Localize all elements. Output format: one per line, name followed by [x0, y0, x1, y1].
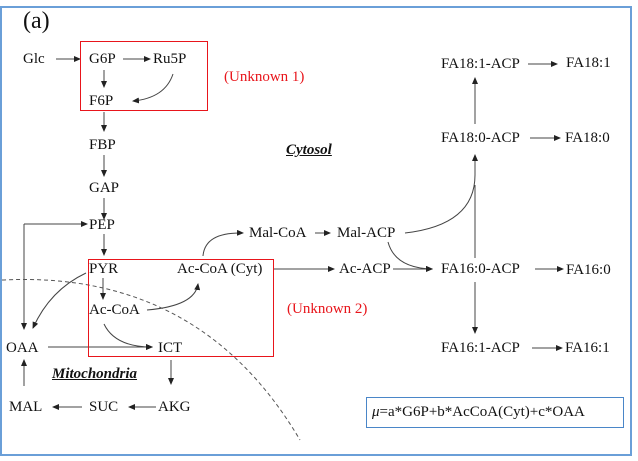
metabolite-fa180acp: FA18:0-ACP: [441, 130, 520, 146]
metabolite-fa161: FA16:1: [565, 340, 610, 356]
metabolite-fa161acp: FA16:1-ACP: [441, 340, 520, 356]
compartment-mitochondria: Mitochondria: [52, 366, 138, 382]
metabolite-pyr: PYR: [89, 261, 119, 277]
metabolite-suc: SUC: [89, 399, 119, 415]
arrow-pyr-oaa: [32, 272, 87, 329]
metabolite-gap: GAP: [89, 180, 120, 196]
arrow-accoacyt-malcoa: [202, 229, 244, 257]
arrow-malacp-fa180acp: [404, 154, 478, 234]
compartment-cytosol: Cytosol: [286, 142, 332, 158]
unknown1-label: (Unknown 1): [224, 69, 305, 85]
metabolite-f6p: F6P: [89, 93, 114, 109]
unknown1-box: [80, 41, 208, 111]
metabolite-mal: MAL: [9, 399, 43, 415]
metabolite-g6p: G6P: [89, 51, 116, 67]
growth-equation-box: μ=a*G6P+b*AcCoA(Cyt)+c*OAA: [366, 397, 624, 428]
metabolite-ict: ICT: [158, 340, 183, 356]
metabolite-akg: AKG: [158, 399, 191, 415]
unknown2-box: [88, 259, 274, 357]
mitochondria-boundary: [1, 278, 301, 441]
metabolite-fa181acp: FA18:1-ACP: [441, 56, 520, 72]
metabolite-ru5p: Ru5P: [153, 51, 187, 67]
metabolite-malacp: Mal-ACP: [337, 225, 396, 241]
metabolite-fa181: FA18:1: [566, 55, 611, 71]
metabolite-fa180: FA18:0: [565, 130, 610, 146]
metabolite-pep: PEP: [89, 217, 115, 233]
panel-label: (a): [23, 8, 50, 34]
metabolite-fa160: FA16:0: [566, 262, 611, 278]
metabolite-fa160acp: FA16:0-ACP: [441, 261, 520, 277]
arrow-accoa-accoacyt: [146, 283, 201, 311]
equation-rhs: =a*G6P+b*AcCoA(Cyt)+c*OAA: [379, 404, 585, 420]
figure-frame: [0, 6, 632, 456]
arrow-ru5p-f6p: [132, 73, 174, 104]
metabolite-acacp: Ac-ACP: [339, 261, 391, 277]
metabolite-oaa: OAA: [6, 340, 39, 356]
metabolite-malcoa: Mal-CoA: [249, 225, 307, 241]
unknown2-label: (Unknown 2): [287, 301, 368, 317]
metabolite-accoa-cyt: Ac-CoA (Cyt): [177, 261, 263, 277]
metabolite-glc: Glc: [23, 51, 45, 67]
metabolite-accoa: Ac-CoA: [89, 302, 140, 318]
arrow-malacp-fa160acp: [387, 241, 433, 272]
mu-symbol: μ: [372, 404, 380, 420]
metabolite-fbp: FBP: [89, 137, 116, 153]
